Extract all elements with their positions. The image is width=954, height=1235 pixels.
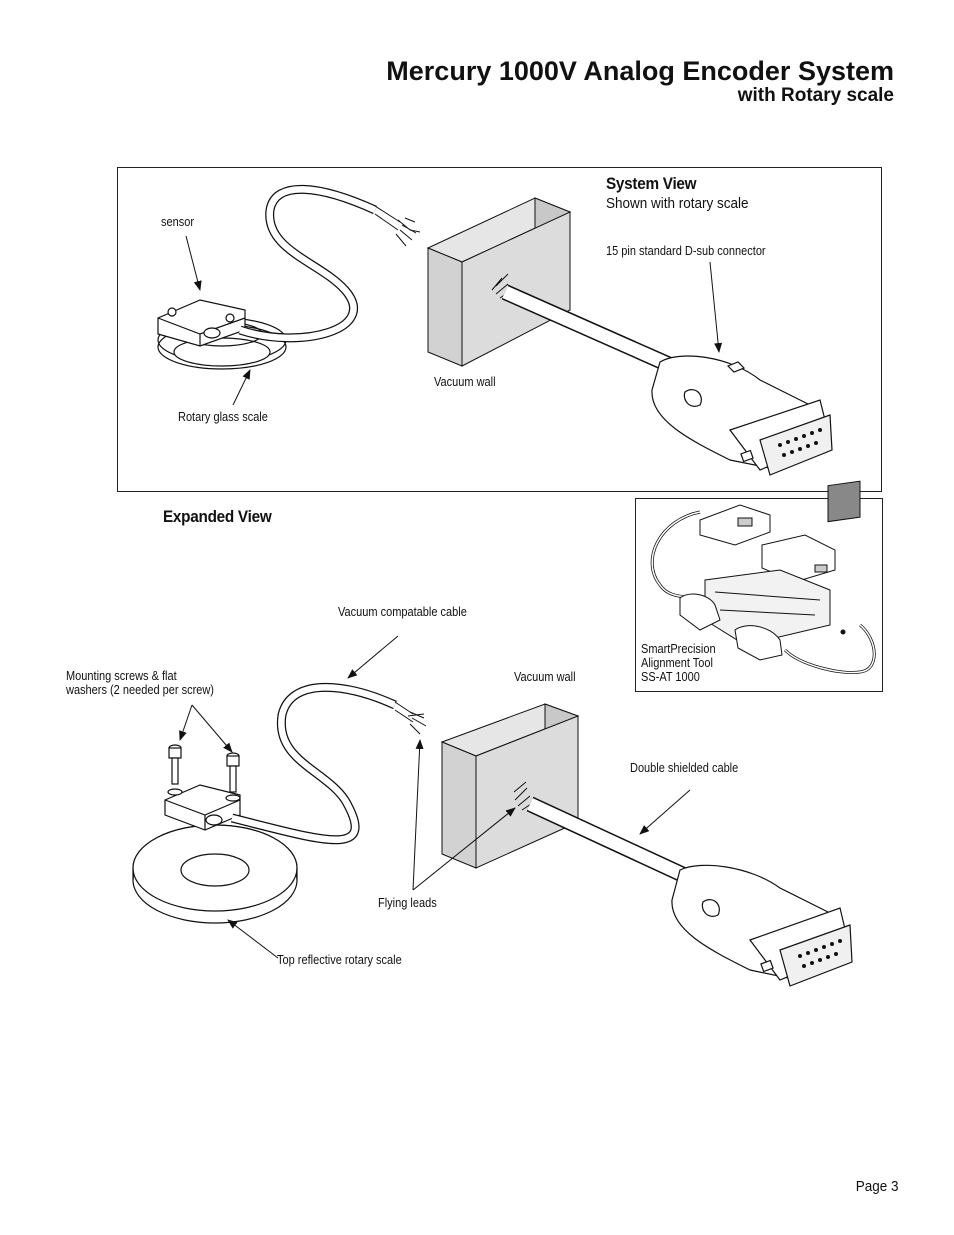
label-alignment-tool: SmartPrecision Alignment Tool SS-AT 1000 [641, 642, 716, 684]
label-expanded-vacuum-wall: Vacuum wall [514, 670, 576, 684]
page-title: Mercury 1000V Analog Encoder System [386, 56, 894, 86]
system-view-subheading: Shown with rotary scale [606, 195, 749, 212]
alignment-tool-inset [635, 498, 883, 692]
expanded-vacuum-cable [230, 682, 397, 845]
label-system-vacuum-wall: Vacuum wall [434, 375, 496, 389]
label-sensor: sensor [161, 215, 195, 229]
expanded-flying-leads [394, 701, 427, 735]
label-rotary-glass-scale: Rotary glass scale [178, 410, 268, 424]
label-mounting-screws: Mounting screws & flat washers (2 needed… [66, 669, 214, 697]
expanded-sensor-drawing [164, 784, 241, 831]
label-mounting-screws-line1: Mounting screws & flat [66, 669, 177, 683]
page-number: Page 3 [856, 1178, 899, 1195]
mounting-screws-drawing [168, 744, 240, 793]
inset-line2: Alignment Tool [641, 656, 713, 670]
expanded-dsub-connector [671, 864, 853, 987]
inset-line3: SS-AT 1000 [641, 670, 700, 684]
system-wall-leads [491, 273, 513, 299]
inset-line1: SmartPrecision [641, 642, 716, 656]
expanded-rotary-scale-drawing [132, 824, 298, 924]
expanded-vacuum-wall-block [440, 703, 580, 869]
label-mounting-screws-line2: washers (2 needed per screw) [66, 683, 214, 697]
page-header: Mercury 1000V Analog Encoder System with… [386, 56, 894, 106]
label-flying-leads: Flying leads [378, 896, 437, 910]
inset-drawing [650, 480, 876, 675]
system-dsub-connector [651, 355, 833, 476]
system-view-panel [117, 167, 882, 492]
page-subtitle: with Rotary scale [737, 85, 894, 106]
expanded-wall-leads [513, 781, 535, 811]
expanded-view-heading: Expanded View [163, 507, 272, 526]
label-vacuum-cable: Vacuum compatable cable [338, 605, 467, 619]
system-flying-leads [374, 205, 421, 247]
label-top-reflective-scale: Top reflective rotary scale [277, 953, 402, 967]
system-view-heading: System View [606, 174, 697, 193]
label-double-shielded-cable: Double shielded cable [630, 761, 739, 775]
label-dsub-connector: 15 pin standard D-sub connector [606, 244, 766, 258]
